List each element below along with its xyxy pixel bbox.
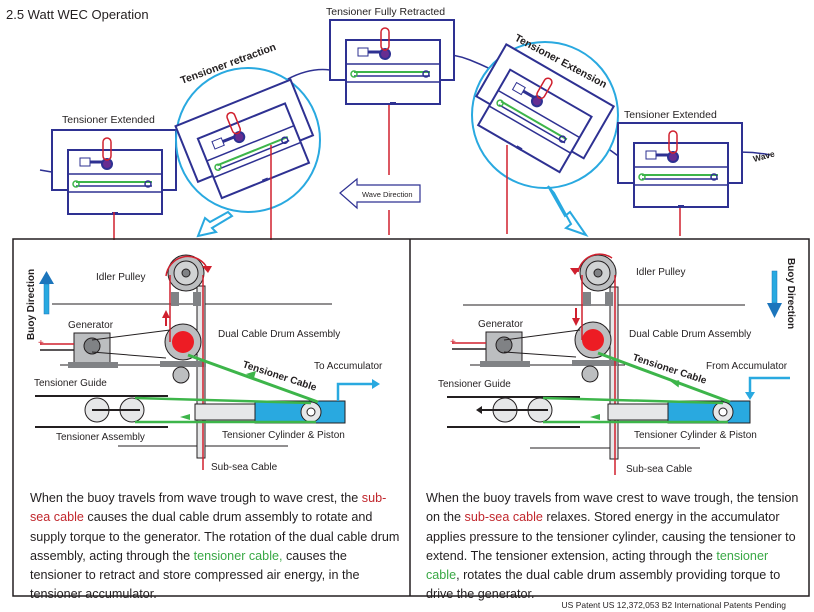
patent-footer: US Patent US 12,372,053 B2 International…: [561, 600, 786, 610]
left-label-subsea: Sub-sea Cable: [211, 462, 278, 473]
left-label-cylinder: Tensioner Cylinder & Piston: [222, 430, 345, 441]
svg-text:+: +: [38, 338, 44, 349]
left-label-guide: Tensioner Guide: [34, 378, 107, 389]
left-label-assembly: Tensioner Assembly: [56, 432, 145, 443]
left-label-accumulator: To Accumulator: [314, 361, 383, 372]
desc-text: causes the tensioner to retract and stor…: [30, 548, 360, 602]
svg-text:+: +: [450, 337, 456, 348]
right-label-subsea: Sub-sea Cable: [626, 464, 693, 475]
right-description: When the buoy travels from wave crest to…: [426, 489, 802, 605]
right-label-accumulator: From Accumulator: [706, 361, 788, 372]
callout-arrow-left: [196, 210, 234, 238]
right-mechanism: +: [447, 253, 790, 475]
left-buoy-direction: Buoy Direction: [26, 269, 37, 340]
right-label-cylinder: Tensioner Cylinder & Piston: [634, 430, 757, 441]
right-label-drum: Dual Cable Drum Assembly: [629, 329, 751, 340]
subsea-cable-term: sub-sea cable: [464, 510, 543, 525]
label-stage3: Tensioner Fully Retracted: [326, 6, 445, 18]
left-label-generator: Generator: [68, 320, 114, 331]
desc-text: causes the dual cable drum assembly to r…: [30, 510, 400, 563]
stage-fully-retracted: [328, 18, 456, 107]
right-buoy-direction: Buoy Direction: [785, 258, 796, 329]
label-wave: Wave: [752, 149, 776, 164]
label-stage5: Tensioner Extended: [624, 109, 717, 121]
label-wave-direction: Wave Direction: [362, 190, 413, 199]
right-label-guide: Tensioner Guide: [438, 379, 511, 390]
wave-direction-arrow: [339, 177, 421, 210]
subsea-cable-term: sub-sea cable: [30, 491, 387, 525]
desc-text: When the buoy travels from wave trough t…: [30, 491, 359, 505]
desc-text: When the buoy travels from wave crest to…: [426, 491, 799, 525]
page-title: 2.5 Watt WEC Operation: [6, 7, 149, 22]
stage-extended-right: [616, 121, 744, 210]
right-label-generator: Generator: [478, 319, 524, 330]
callout-arrow-right: [547, 185, 589, 237]
stage-extended-left: [50, 128, 178, 217]
tensioner-cable-term: tensioner cable,: [193, 548, 283, 563]
left-mechanism: +: [35, 254, 380, 470]
label-stage1: Tensioner Extended: [62, 114, 155, 126]
right-label-idler: Idler Pulley: [636, 267, 685, 278]
left-label-drum: Dual Cable Drum Assembly: [218, 329, 340, 340]
tensioner-cable-term: tensioner cable: [426, 548, 769, 583]
left-label-idler: Idler Pulley: [96, 272, 145, 283]
desc-text: relaxes. Stored energy in the accumulato…: [426, 510, 796, 563]
left-description: When the buoy travels from wave trough t…: [30, 489, 402, 605]
panel-border: [12, 238, 810, 597]
desc-text: , rotates the dual cable drum assembly p…: [426, 568, 781, 602]
